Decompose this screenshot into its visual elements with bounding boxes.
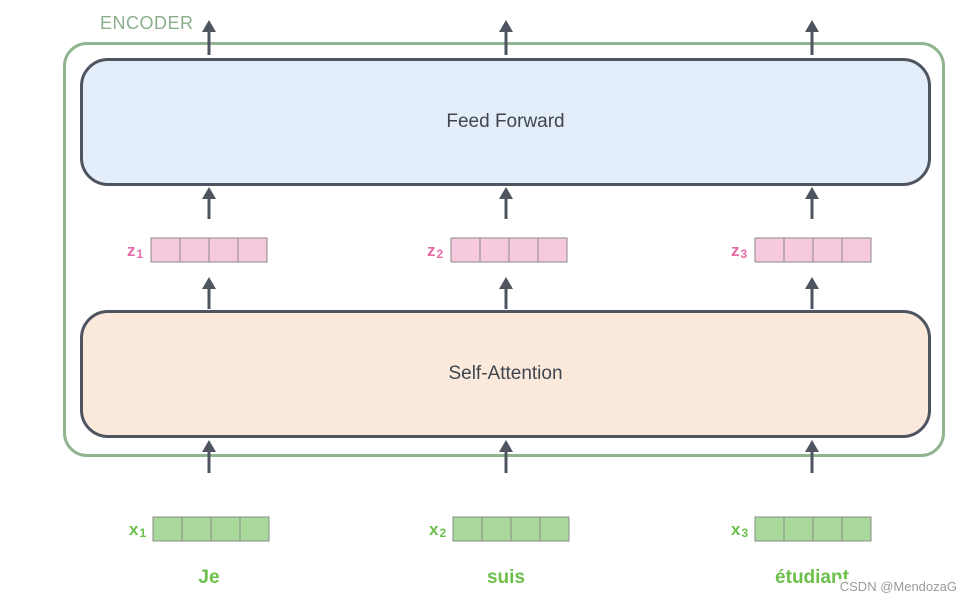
- x-vector-2-cell-4: [539, 516, 570, 542]
- x-vector-2-subscript: 2: [439, 526, 446, 540]
- z-vector-3-cell-2: [783, 237, 814, 263]
- z-vector-1-cell-4: [237, 237, 268, 263]
- x-vector-2-cell-1: [452, 516, 483, 542]
- sa-input-arrow-1-head: [202, 440, 216, 452]
- encoder-box: [63, 42, 945, 457]
- x-vector-2-label: x2: [429, 520, 446, 540]
- output-arrow-2-head: [499, 20, 513, 32]
- z-vector-1-cell-1: [150, 237, 181, 263]
- input-word-1: Je: [198, 567, 219, 588]
- x-vector-3-cell-4: [841, 516, 872, 542]
- x-vector-3-label: x3: [731, 520, 748, 540]
- self-attention-layer: Self-Attention: [80, 310, 931, 438]
- x-vector-1-cell-2: [181, 516, 212, 542]
- output-arrow-3-head: [805, 20, 819, 32]
- z-vector-2-cell-1: [450, 237, 481, 263]
- z-vector-3-subscript: 3: [741, 247, 748, 261]
- self-attention-label: Self-Attention: [448, 363, 563, 384]
- x-vector-2-cell-2: [481, 516, 512, 542]
- feed-forward-label: Feed Forward: [446, 111, 565, 132]
- z-vector-1-subscript: 1: [137, 247, 144, 261]
- z-vector-3-cell-4: [841, 237, 872, 263]
- z-vector-1-cell-3: [208, 237, 239, 263]
- z-vector-2-cell-2: [479, 237, 510, 263]
- x-vector-3-cell-1: [754, 516, 785, 542]
- x-vector-3-cell-2: [783, 516, 814, 542]
- ff-input-arrow-3-head: [805, 187, 819, 199]
- sa-output-arrow-3-head: [805, 277, 819, 289]
- z-vector-2-cell-4: [537, 237, 568, 263]
- sa-output-arrow-1-head: [202, 277, 216, 289]
- watermark: CSDN @MendozaG: [836, 579, 960, 594]
- z-vector-3-cell-1: [754, 237, 785, 263]
- input-word-3: étudiant: [775, 567, 850, 588]
- x-vector-1-cell-3: [210, 516, 241, 542]
- x-vector-1-cell-1: [152, 516, 183, 542]
- sa-input-arrow-3-head: [805, 440, 819, 452]
- output-arrow-1-head: [202, 20, 216, 32]
- z-vector-2-label: z2: [427, 241, 444, 261]
- x-vector-3-subscript: 3: [741, 526, 748, 540]
- input-word-2: suis: [487, 567, 525, 588]
- ff-input-arrow-1-head: [202, 187, 216, 199]
- z-vector-3-label: z3: [731, 241, 748, 261]
- x-vector-1-subscript: 1: [139, 526, 146, 540]
- x-vector-1-label: x1: [129, 520, 146, 540]
- sa-input-arrow-2-head: [499, 440, 513, 452]
- sa-output-arrow-2-head: [499, 277, 513, 289]
- z-vector-3-cell-3: [812, 237, 843, 263]
- feed-forward-layer: Feed Forward: [80, 58, 931, 186]
- x-vector-2-cell-3: [510, 516, 541, 542]
- x-vector-1-cell-4: [239, 516, 270, 542]
- z-vector-2-subscript: 2: [437, 247, 444, 261]
- z-vector-2-cell-3: [508, 237, 539, 263]
- z-vector-1-label: z1: [127, 241, 144, 261]
- ff-input-arrow-2-head: [499, 187, 513, 199]
- encoder-label: ENCODER: [100, 13, 194, 33]
- z-vector-1-cell-2: [179, 237, 210, 263]
- x-vector-3-cell-3: [812, 516, 843, 542]
